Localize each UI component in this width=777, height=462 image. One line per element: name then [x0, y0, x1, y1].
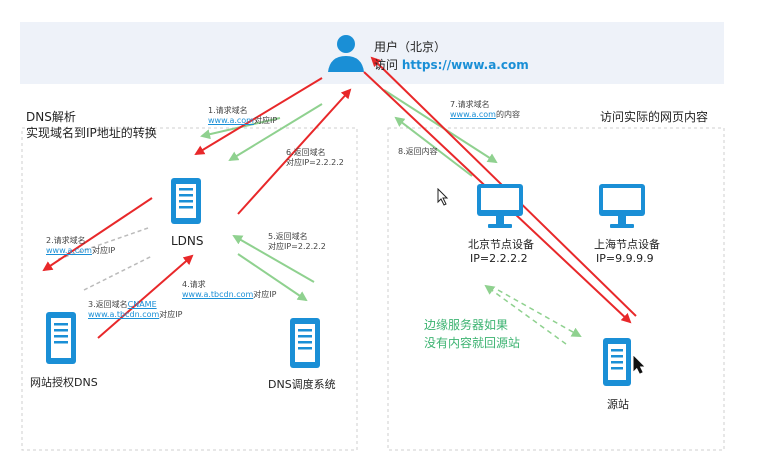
- red-arrow-ldns-user: [237, 88, 352, 215]
- step-2-text: 2.请求域名: [46, 236, 86, 245]
- ldns-server-icon: [171, 178, 201, 224]
- auth-dns-label: 网站授权DNS: [30, 376, 98, 389]
- step-3-label: 3.返回域名CNAME www.a.tbcdn.com对应IP: [88, 300, 182, 320]
- red-arrow-user-ldns: [194, 77, 323, 156]
- beijing-monitor-icon: [477, 184, 523, 228]
- step-5-text: 5.返回域名: [268, 232, 308, 241]
- arrow-3-dashed: [83, 255, 153, 291]
- step-4-text: 4.请求: [182, 280, 206, 289]
- step-7-label: 7.请求域名 www.a.com的内容: [450, 100, 520, 120]
- step-1-label: 1.请求域名 www.a.com对应IP: [208, 106, 277, 126]
- step-7-detail: www.a.com的内容: [450, 110, 520, 120]
- step-4-label: 4.请求 www.a.tbcdn.com对应IP: [182, 280, 276, 300]
- edge-note: 边缘服务器如果 没有内容就回源站: [424, 316, 520, 352]
- red-arrow-auth-ldns: [97, 254, 194, 339]
- step-3-cname: CNAME: [127, 300, 157, 309]
- step-7-domain: www.a.com: [450, 110, 496, 119]
- step-6-text: 6.返回域名: [286, 148, 326, 157]
- step-8-label: 8.返回内容: [398, 147, 438, 156]
- edge-note-line1: 边缘服务器如果: [424, 318, 509, 332]
- origin-server-icon: [603, 338, 631, 386]
- step-4-suffix: 对应IP: [253, 290, 277, 299]
- step-2-domain: www.a.com: [46, 246, 92, 255]
- step-1-domain: www.a.com: [208, 116, 254, 125]
- cursor-icon: [437, 188, 449, 206]
- step-3-detail: www.a.tbcdn.com对应IP: [88, 310, 182, 320]
- edge-note-line2: 没有内容就回源站: [424, 336, 521, 350]
- step-6-detail: 对应IP=2.2.2.2: [286, 158, 344, 167]
- user-visit-prefix: 访问: [374, 58, 399, 72]
- cursor-icon-2: [633, 356, 645, 374]
- step-1-text: 1.请求域名: [208, 106, 248, 115]
- arrow-4-green: [237, 253, 308, 302]
- shanghai-ip: IP=9.9.9.9: [596, 252, 654, 265]
- step-7-text: 7.请求域名: [450, 100, 490, 109]
- origin-return-arrow: [484, 284, 567, 345]
- step-3-domain: www.a.tbcdn.com: [88, 310, 160, 319]
- ldns-label: LDNS: [171, 234, 204, 248]
- step-4-detail: www.a.tbcdn.com对应IP: [182, 290, 276, 300]
- step-1-suffix: 对应IP: [253, 116, 278, 125]
- step-2-detail: www.a.com对应IP: [46, 246, 115, 256]
- beijing-name: 北京节点设备: [468, 238, 534, 251]
- arrow-7-green: [383, 89, 498, 164]
- step-2-label: 2.请求域名 www.a.com对应IP: [46, 236, 115, 256]
- content-panel: [387, 127, 725, 451]
- content-panel-title: 访问实际的网页内容: [600, 110, 709, 124]
- step-3-line1: 3.返回域名CNAME: [88, 300, 182, 310]
- origin-fetch-arrow: [497, 289, 582, 337]
- user-visit: 访问 https://www.a.com: [374, 56, 529, 73]
- shanghai-name: 上海节点设备: [594, 238, 660, 251]
- auth-dns-server-icon: [46, 312, 76, 364]
- dns-panel-title: DNS解析: [26, 110, 76, 124]
- dns-panel: [21, 127, 358, 451]
- step-6-label: 6.返回域名 对应IP=2.2.2.2: [286, 148, 344, 168]
- step-5-detail: 对应IP=2.2.2.2: [268, 242, 326, 251]
- step-1-detail: www.a.com对应IP: [208, 116, 277, 126]
- user-icon: [328, 35, 364, 72]
- arrow-2-dashed: [55, 227, 149, 261]
- origin-label: 源站: [607, 398, 629, 411]
- step-4-domain: www.a.tbcdn.com: [182, 290, 254, 299]
- user-title: 用户（北京）: [374, 40, 447, 54]
- beijing-ip: IP=2.2.2.2: [470, 252, 528, 265]
- dispatch-server-icon: [290, 318, 320, 368]
- step-7-suffix: 的内容: [495, 110, 520, 119]
- step-2-suffix: 对应IP: [91, 246, 116, 255]
- arrow-6-green: [228, 103, 323, 162]
- dns-panel-subtitle: 实现域名到IP地址的转换: [26, 126, 157, 140]
- arrow-8-green: [394, 116, 473, 177]
- user-visit-url: https://www.a.com: [401, 58, 529, 72]
- step-3-suffix: 对应IP: [159, 310, 183, 319]
- dispatch-label: DNS调度系统: [268, 378, 336, 391]
- arrow-5-green: [232, 235, 315, 283]
- step-5-label: 5.返回域名 对应IP=2.2.2.2: [268, 232, 326, 252]
- red-arrow-ldns-auth: [42, 197, 153, 272]
- shanghai-monitor-icon: [599, 184, 645, 228]
- user-band: [20, 22, 724, 84]
- step-3-text: 3.返回域名: [88, 300, 128, 309]
